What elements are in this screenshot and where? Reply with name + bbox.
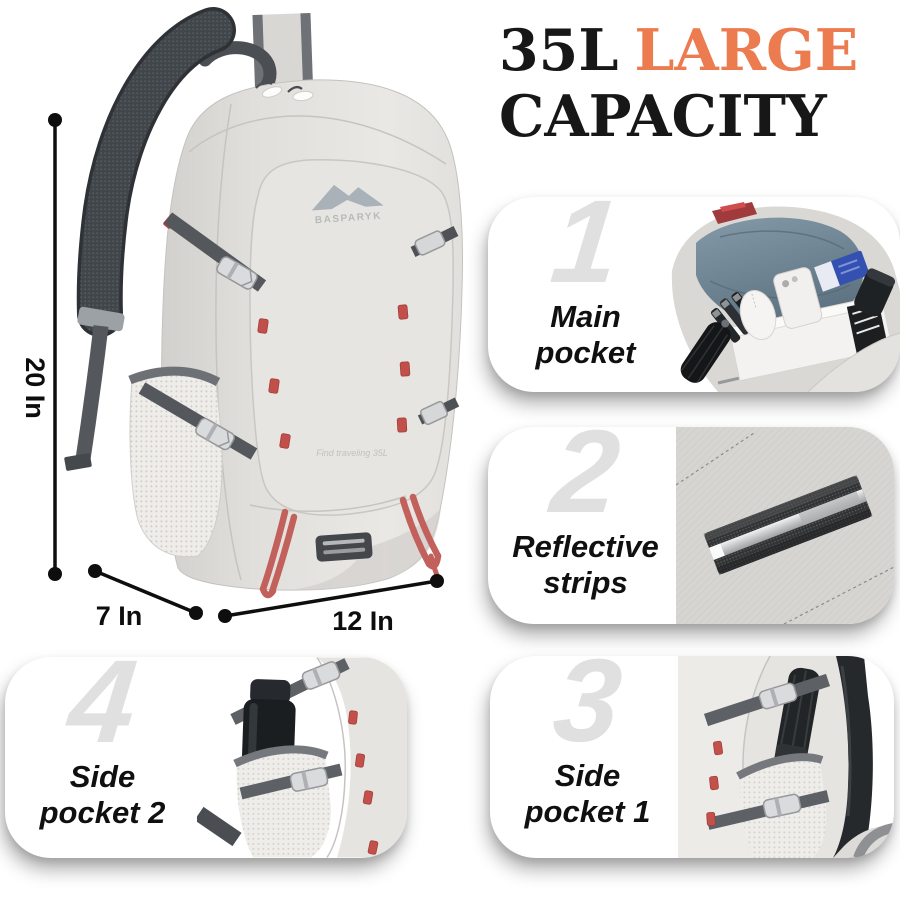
feature-number: 2 (545, 427, 626, 538)
feature-panel-side-pocket-1: 3 Side pocket 1 (490, 656, 894, 858)
front-tagline-text: Find traveling 35L (316, 448, 388, 458)
strap-webbing (74, 325, 109, 468)
buckle (289, 767, 329, 792)
buckle (414, 230, 446, 256)
phone (773, 267, 823, 329)
mouse (739, 290, 777, 340)
red-gear-loops (348, 710, 379, 855)
backpack-illustration: BASPARYK Find traveling 35L (20, 7, 463, 636)
side-pocket-1-photo (678, 656, 894, 858)
feature-label: Reflective strips (512, 529, 659, 600)
shoulder-strap-pad (64, 7, 236, 471)
side-pocket-2-photo (197, 657, 407, 858)
reflective-strip (703, 475, 873, 575)
reflective-strips-photo (676, 427, 894, 624)
height-dimension-label: 20 In (20, 357, 50, 419)
feature-panel-main-pocket: 1 Main pocket (488, 197, 900, 392)
feature-number: 4 (62, 657, 143, 768)
blue-box (814, 250, 870, 292)
width-dimension-label: 12 In (332, 606, 394, 636)
dimension-dots (48, 113, 444, 623)
red-gear-loops (257, 304, 411, 449)
brand-logo-text: BASPARYK (315, 211, 383, 227)
umbrella (680, 319, 731, 383)
feature-panel-side-pocket-2: 4 Side pocket 2 (5, 657, 407, 858)
bottom-handle (315, 532, 373, 562)
buckle (762, 793, 802, 819)
depth-dimension-label: 7 In (96, 601, 143, 631)
mountain-logo-icon (311, 184, 384, 211)
title-line2: CAPACITY (499, 83, 827, 150)
feature-panel-reflective-strips: 2 Reflective strips (488, 427, 894, 624)
webbing-strap (197, 806, 242, 847)
back-panel-strap (833, 656, 873, 858)
buckle (216, 256, 258, 290)
title-highlight: LARGE (634, 17, 859, 84)
feature-number: 3 (547, 656, 628, 767)
side-mesh-pocket (128, 366, 223, 558)
black-cylinder (854, 268, 896, 317)
buckle (301, 661, 341, 690)
brand-logo: BASPARYK (311, 184, 384, 227)
upper-compression-strap (163, 212, 459, 292)
dimension-annotations (53, 120, 438, 618)
zipper-pulls (255, 81, 314, 102)
feature-label: Side pocket 2 (39, 759, 166, 830)
buckle (195, 417, 235, 451)
red-gear-loops (706, 740, 724, 827)
buckle (419, 400, 449, 426)
main-pocket-photo (671, 202, 900, 392)
title-volume: 35L (499, 17, 619, 84)
red-hanging-loops (259, 493, 444, 599)
feature-label: Side pocket 1 (524, 758, 651, 829)
buckle (758, 682, 798, 710)
lower-compression-strap (138, 382, 460, 460)
feature-label: Main pocket (535, 299, 636, 370)
